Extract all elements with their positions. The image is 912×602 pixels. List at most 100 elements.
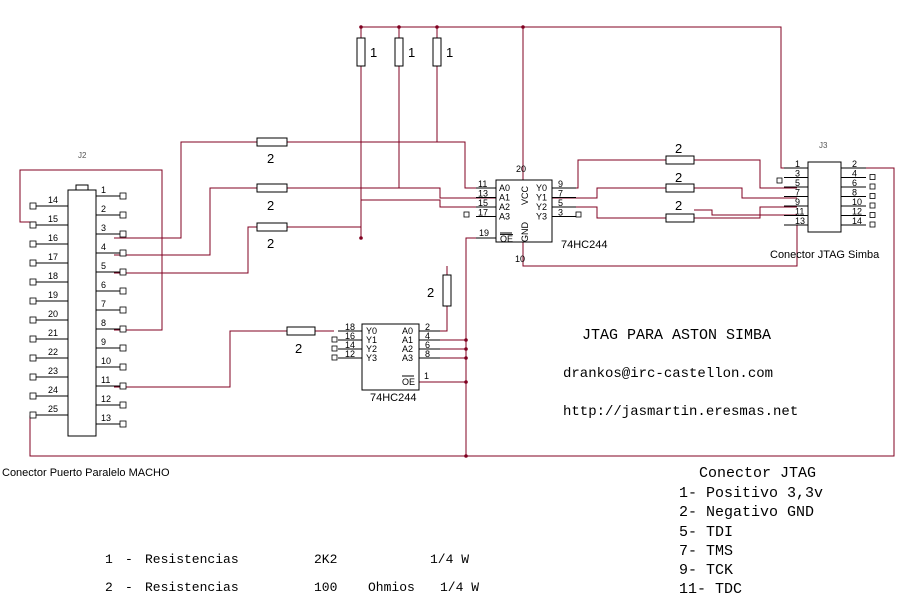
junction-dot xyxy=(435,25,439,29)
u2-pin-label: Y1 xyxy=(366,335,377,345)
u2-pin-label: A1 xyxy=(402,335,413,345)
u1-pin-number: 13 xyxy=(478,189,488,199)
y0-wire xyxy=(552,159,666,189)
r-a2-wire xyxy=(287,226,362,238)
u2-oe-pin: 1 xyxy=(424,371,429,381)
j2-pin-number: 23 xyxy=(48,366,58,376)
j2p4-wire xyxy=(114,187,257,256)
j2-pin-terminal xyxy=(29,335,37,343)
u1-gnd-label: GND xyxy=(520,222,530,243)
project-title: JTAG PARA ASTON SIMBA xyxy=(582,327,771,344)
j2-pin-terminal xyxy=(119,287,127,295)
j2-pin-terminal xyxy=(119,230,127,238)
j3-pin-terminal xyxy=(869,221,876,228)
resistor-r5 xyxy=(256,183,288,193)
j2-pin-terminal xyxy=(119,306,127,314)
u2-pin-number: 12 xyxy=(345,349,355,359)
j2-pin-number: 12 xyxy=(101,394,111,404)
j2-pin-terminal xyxy=(29,202,37,210)
j2-pin-terminal xyxy=(29,240,37,248)
jtag-legend-item: 1- Positivo 3,3v xyxy=(679,485,823,502)
jtag-legend-item: 9- TCK xyxy=(679,562,733,579)
u1-pin-terminal xyxy=(575,211,582,218)
tdo-wire xyxy=(694,209,797,216)
u2-a0-wire xyxy=(419,306,448,332)
resistor-value-label: 2 xyxy=(675,141,682,156)
u2-pin-label: Y2 xyxy=(366,344,377,354)
j2-notch xyxy=(75,184,89,191)
u1-pin-number: 9 xyxy=(558,179,563,189)
bom-qty: 1 xyxy=(105,552,113,567)
parts-list: 1 - Resistencias 2K2 1/4 W 2 - Resistenc… xyxy=(105,552,479,595)
jtag-legend-title: Conector JTAG xyxy=(699,465,816,482)
u1-pin-label: Y0 xyxy=(536,183,547,193)
u2-pin-label: A2 xyxy=(402,344,413,354)
resistors: 1 1 1 2 2 2 2 2 2 2 2 xyxy=(256,37,695,356)
u1-pin-label: A0 xyxy=(499,183,510,193)
j2p11-wire xyxy=(114,330,287,388)
u1-pin-number: 11 xyxy=(478,179,487,189)
j3-pin-number: 2 xyxy=(852,159,857,169)
j3-pin-number: 9 xyxy=(795,197,800,207)
j2-pin-terminal xyxy=(29,221,37,229)
j3-pin-number: 8 xyxy=(852,188,857,198)
j3-pin-number: 4 xyxy=(852,169,857,179)
jtag-legend: Conector JTAG 1- Positivo 3,3v 2- Negati… xyxy=(679,465,823,598)
u2-pin-number: 6 xyxy=(425,340,430,350)
resistor-value-label: 1 xyxy=(408,45,415,60)
u2-pin-number: 8 xyxy=(425,349,430,359)
j2p8-wire xyxy=(19,169,163,331)
j2-name-label: Conector Puerto Paralelo MACHO xyxy=(2,467,170,479)
u2-pin-label: Y3 xyxy=(366,353,377,363)
j3-pin-number: 11 xyxy=(795,207,804,217)
u1-pin-label: Y1 xyxy=(536,193,547,203)
u1-pin-number: 17 xyxy=(478,208,488,218)
resistor-value-label: 1 xyxy=(446,45,453,60)
bom-qty: 2 xyxy=(105,580,113,595)
u2-pin-terminal xyxy=(331,336,338,343)
j3-pin-terminal xyxy=(776,177,783,184)
junctions xyxy=(359,25,525,458)
j3-body xyxy=(807,161,842,233)
j3-pin-terminal xyxy=(869,212,876,218)
junction-dot xyxy=(464,356,468,360)
j3-pin-terminal xyxy=(869,183,876,190)
u1-oe-pin: 19 xyxy=(479,228,489,238)
u1-pin-label: A2 xyxy=(499,202,510,212)
author-url: http://jasmartin.eresmas.net xyxy=(563,404,798,420)
bom-name: Resistencias xyxy=(145,552,239,567)
j3-pin-terminal xyxy=(869,174,876,180)
u2-pin-terminal xyxy=(331,354,338,361)
y0b-wire xyxy=(694,159,797,189)
u1-pin-number: 5 xyxy=(558,198,563,208)
jtag-legend-item: 5- TDI xyxy=(679,524,733,541)
resistor-value-label: 2 xyxy=(675,170,682,185)
j2-pin-terminal xyxy=(119,192,127,200)
j2-pin-terminal xyxy=(119,363,127,371)
j3-pin-number: 12 xyxy=(852,207,862,217)
j3-pin-number: 10 xyxy=(852,197,862,207)
j2-pin-terminal xyxy=(119,211,127,219)
gnd-u1-wire xyxy=(465,237,496,456)
wires xyxy=(19,26,895,457)
u1-gnd-pin: 10 xyxy=(515,254,525,264)
resistor-r11 xyxy=(665,213,695,223)
resistor-value-label: 2 xyxy=(295,341,302,356)
resistor-r9 xyxy=(665,155,695,165)
bom-power: 1/4 W xyxy=(430,552,469,567)
j2-pin-number: 15 xyxy=(48,214,58,224)
j3-pin-terminal xyxy=(869,193,876,199)
junction-dot xyxy=(464,338,468,342)
resistor-r6 xyxy=(256,222,288,232)
j2-pin-number: 11 xyxy=(101,375,110,385)
u1-pin-terminal xyxy=(463,211,470,218)
title-block: JTAG PARA ASTON SIMBA drankos@irc-castel… xyxy=(563,327,798,420)
j2-pin-number: 16 xyxy=(48,233,58,243)
